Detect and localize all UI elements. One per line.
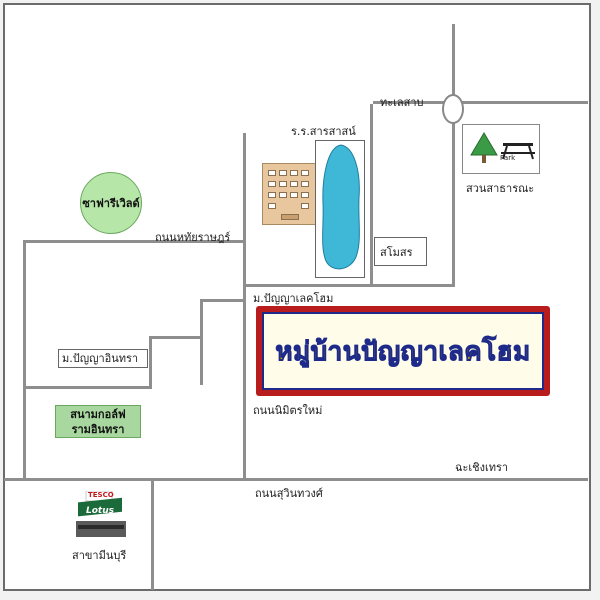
tesco-text: TESCO	[88, 491, 114, 499]
lotus-text: Lotus	[86, 506, 114, 516]
road-label-nimit-mai: ถนนนิมิตรใหม่	[253, 404, 323, 417]
road-label-cha-choeng-sao: ฉะเชิงเทรา	[455, 461, 509, 474]
road-intra-horizontal	[23, 386, 152, 389]
school-building	[262, 163, 316, 225]
picnic-table-icon	[501, 143, 535, 160]
village-title: หมู่บ้านปัญญาเลคโฮม	[275, 336, 531, 367]
road-label-thale-sap: ทะเลสาบ	[380, 96, 424, 109]
club-label: สโมสร	[380, 246, 413, 259]
road-label-sukhumvit: ถนนสุวินทวงศ์	[255, 487, 323, 500]
road-left-vertical	[23, 240, 26, 479]
road-step-horizontal-2	[150, 336, 202, 339]
road-right-vertical	[452, 24, 455, 286]
park-label: สวนสาธารณะ	[466, 182, 535, 195]
village-title-banner: หมู่บ้านปัญญาเลคโฮม	[256, 306, 550, 396]
road-upper-vertical	[370, 104, 373, 286]
road-label-panya-lakehome: ม.ปัญญาเลคโฮม	[253, 292, 334, 305]
golf-label-line-2: รามอินทรา	[71, 423, 125, 436]
road-step-vertical-2	[149, 336, 152, 388]
park-box: Park	[462, 124, 540, 174]
road-panya-lakehome	[245, 284, 455, 287]
panya-intra-box: ม.ปัญญาอินทรา	[58, 349, 148, 368]
park-icon-text: Park	[500, 154, 516, 162]
panya-intra-label: ม.ปัญญาอินทรา	[62, 352, 139, 365]
roundabout	[442, 94, 464, 124]
tree-icon	[470, 132, 498, 163]
school-label: ร.ร.สารสาสน์	[291, 125, 356, 138]
safari-world-label: ซาฟารีเวิลด์	[82, 197, 140, 210]
golf-label-line-1: สนามกอล์ฟ	[70, 408, 126, 421]
road-hathairat-horizontal	[23, 240, 245, 243]
road-label-hathairat: ถนนหทัยราษฎร์	[155, 231, 231, 244]
road-step-horizontal-1	[200, 299, 245, 302]
road-lower-vertical	[151, 480, 154, 590]
road-main-horizontal	[4, 478, 588, 481]
branch-label: สาขามีนบุรี	[72, 549, 127, 562]
safari-world: ซาฟารีเวิลด์	[80, 172, 142, 234]
road-nimit-mai-vertical	[243, 133, 246, 479]
club-box: สโมสร	[374, 237, 427, 266]
road-step-vertical-1	[200, 300, 203, 385]
golf-label: สนามกอล์ฟ รามอินทรา	[55, 405, 141, 438]
tesco-lotus-sign	[76, 491, 126, 537]
pond	[322, 144, 360, 270]
road-top-horizontal	[373, 101, 588, 104]
